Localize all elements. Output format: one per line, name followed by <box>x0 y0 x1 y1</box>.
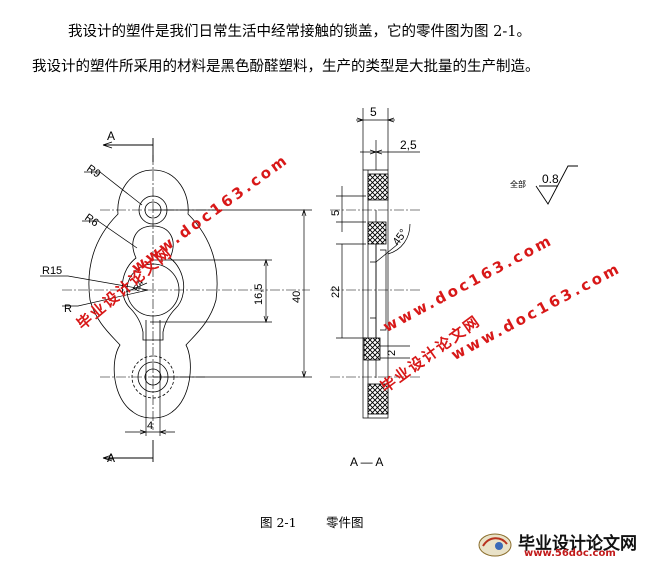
dim-16-5: 16,5 <box>253 284 265 305</box>
logo-url: www.56doc.com <box>524 548 616 559</box>
section-label: A — A <box>350 455 383 469</box>
dim-r4: R4 <box>131 278 145 293</box>
dim-2-5: 2,5 <box>400 138 417 152</box>
paragraph-line-2: 我设计的塑件所采用的材料是黑色酚醛塑料，生产的类型是大批量的生产制造。 <box>32 59 540 75</box>
section-view <box>330 108 420 419</box>
figure-title: 零件图 <box>326 515 364 530</box>
section-mark-top: A <box>107 129 115 143</box>
outer-contour <box>88 169 218 419</box>
dim-r: R <box>64 303 72 315</box>
paragraph-line-1: 我设计的塑件是我们日常生活中经常接触的锁盖，它的零件图为图 2-1。 <box>68 24 531 40</box>
site-logo <box>478 533 512 557</box>
dim-5-top: 5 <box>370 105 377 119</box>
dim-5-left: 5 <box>330 210 342 216</box>
roughness-symbol <box>535 165 578 205</box>
front-view <box>40 138 312 462</box>
dim-40: 40 <box>291 291 303 303</box>
intro-paragraph: 我设计的塑件是我们日常生活中经常接触的锁盖，它的零件图为图 2-1。 我设计的塑… <box>0 0 645 90</box>
dim-4: 4 <box>147 420 153 432</box>
dim-45-deg: 45° <box>391 227 410 248</box>
section-mark-bottom: A <box>107 451 115 465</box>
dim-2: 2 <box>386 350 398 356</box>
roughness-value: 0.8 <box>542 172 559 186</box>
roughness-prefix: 全部 <box>510 179 526 189</box>
dim-r9: R9 <box>84 163 102 181</box>
dim-r6: R6 <box>82 212 100 230</box>
dim-22: 22 <box>330 286 342 298</box>
figure-number: 图 2-1 <box>260 515 297 530</box>
logo-text: 毕业设计论文网 <box>518 534 637 554</box>
dim-r15: R15 <box>42 265 62 277</box>
